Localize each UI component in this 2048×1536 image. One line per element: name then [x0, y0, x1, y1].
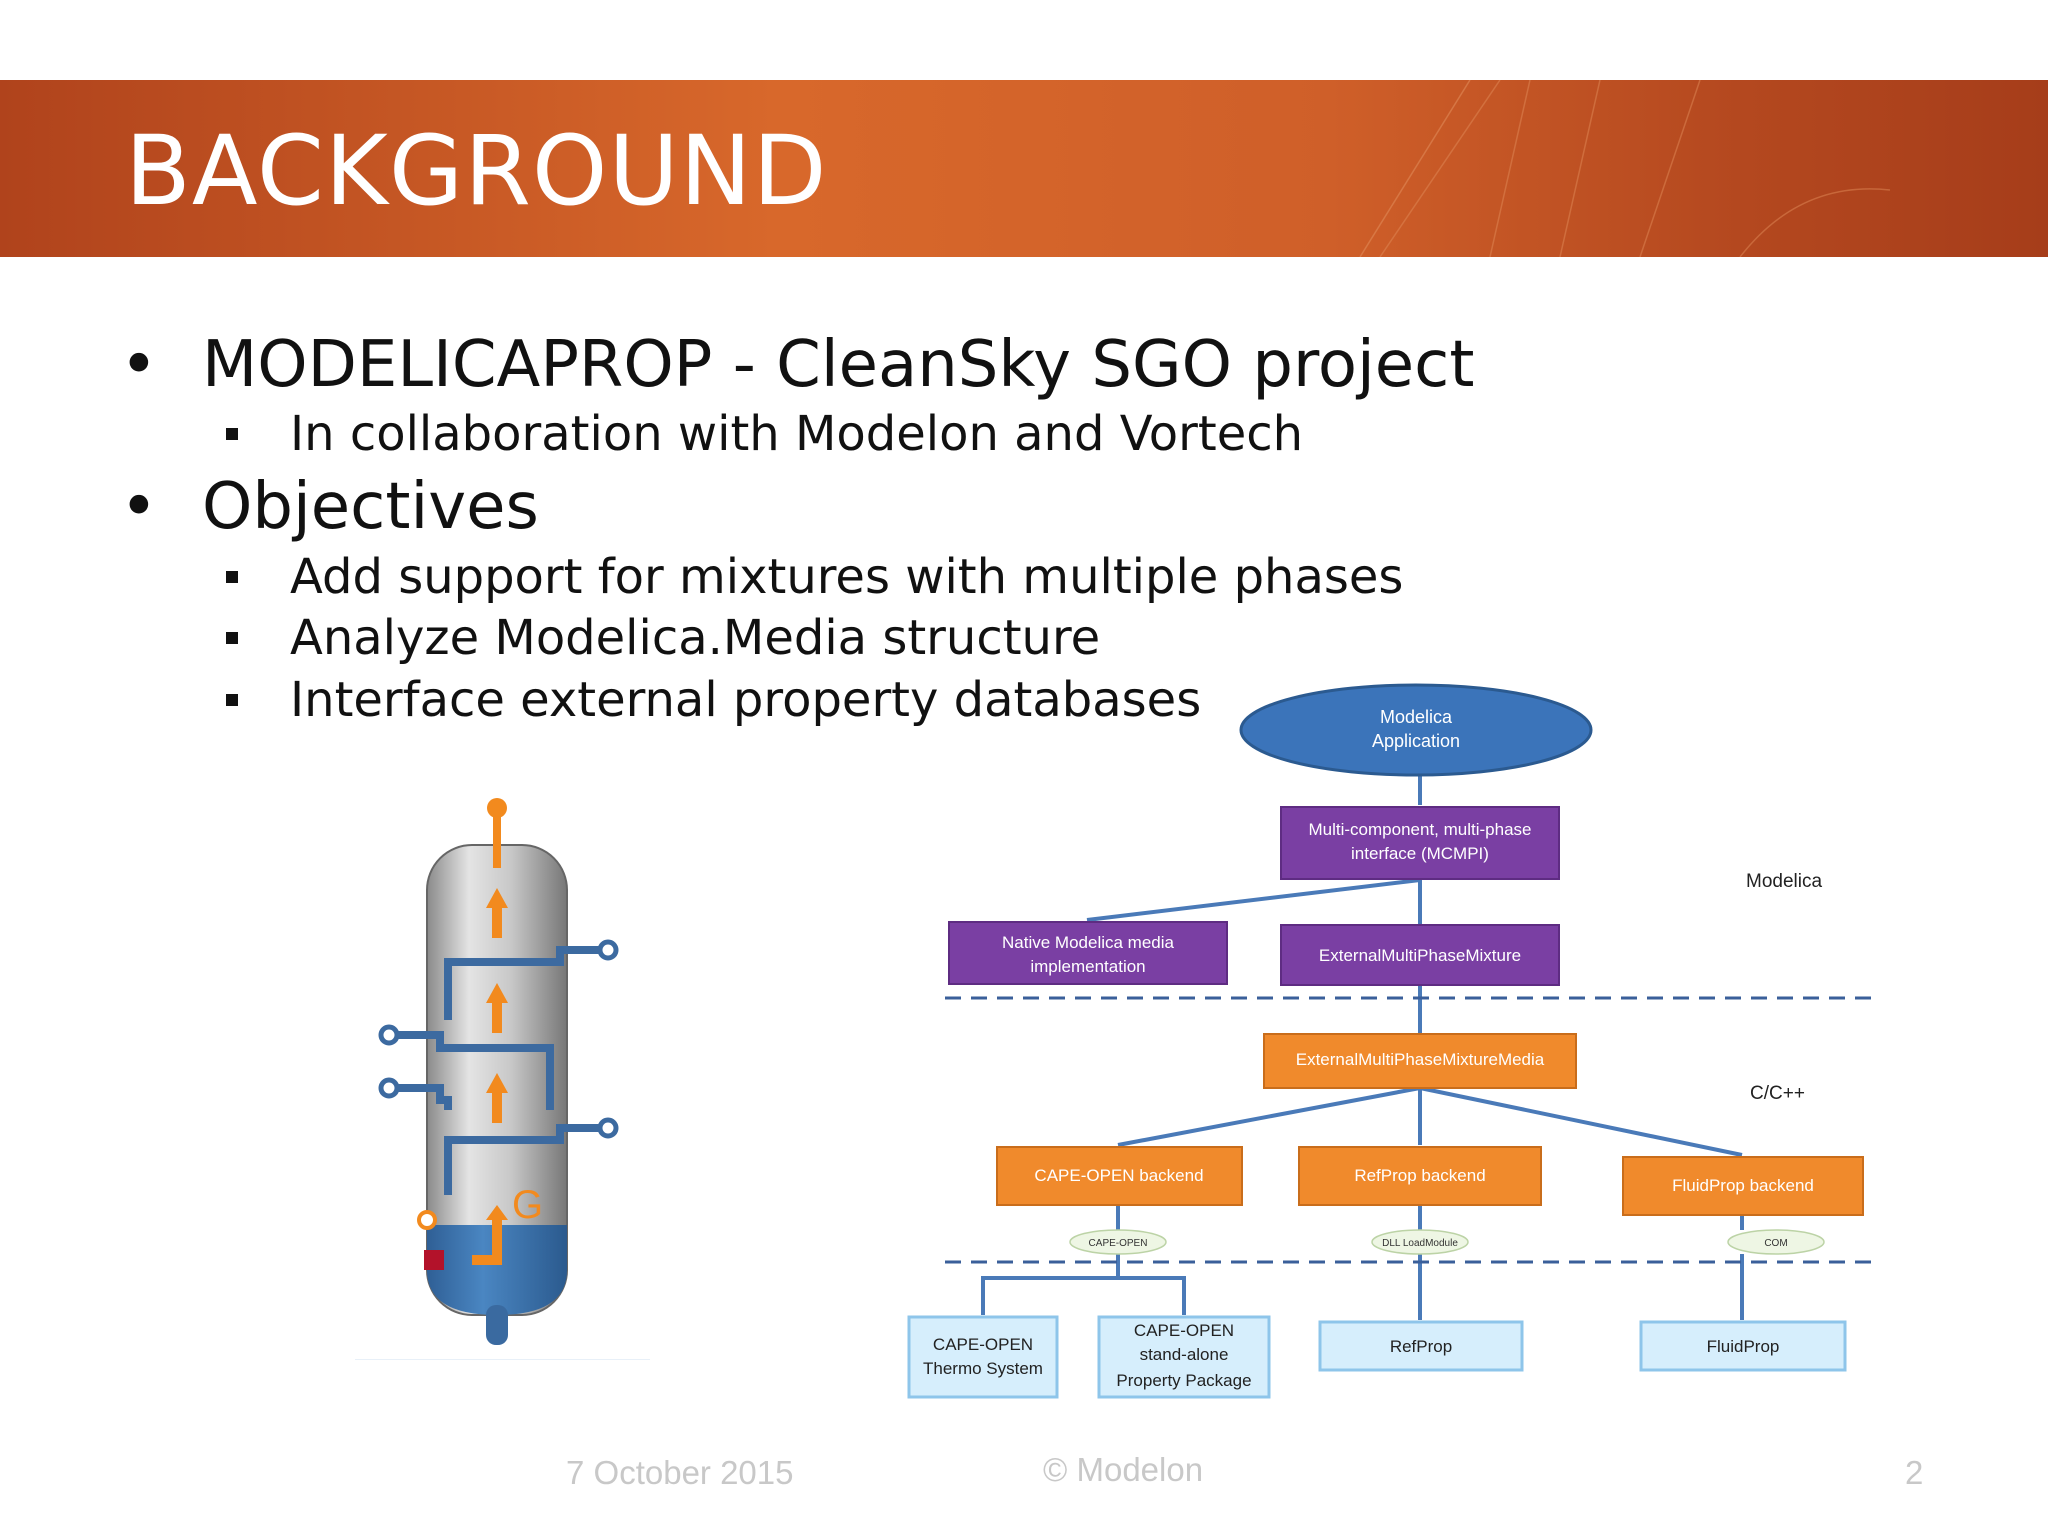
- node-label: Property Package: [1116, 1371, 1251, 1390]
- node-label: FluidProp: [1707, 1337, 1780, 1356]
- sub-bullet-square: [226, 428, 238, 440]
- node-label: RefProp: [1390, 1337, 1452, 1356]
- modelica-application-node: Modelica Application: [1239, 683, 1593, 777]
- refprop-backend-node: RefProp backend: [1298, 1146, 1542, 1206]
- node-label: CAPE-OPEN: [933, 1335, 1033, 1354]
- tag-capeopen: CAPE-OPEN: [1089, 1238, 1148, 1249]
- layer-label-modelica: Modelica: [1746, 871, 1822, 892]
- title-bar-decoration: [1359, 80, 1891, 257]
- interface-tags: CAPE-OPEN DLL LoadModule COM: [1069, 1229, 1825, 1255]
- node-label: Thermo System: [923, 1359, 1043, 1378]
- fluidprop-backend-node: FluidProp backend: [1622, 1156, 1864, 1216]
- sub-bullet-square: [226, 632, 238, 644]
- column-nozzles: [378, 939, 619, 1139]
- bullet-dot: •: [120, 328, 158, 402]
- sub-bullet-text: In collaboration with Modelon and Vortec…: [290, 406, 1304, 462]
- column-trays: [395, 946, 600, 1195]
- architecture-diagram: Modelica Application Multi-component, mu…: [907, 683, 1875, 1399]
- node-label: Modelica: [1380, 707, 1453, 727]
- external-media-node: ExternalMultiPhaseMixtureMedia: [1263, 1033, 1577, 1089]
- node-label: CAPE-OPEN: [1134, 1321, 1234, 1340]
- node-label: stand-alone: [1140, 1345, 1229, 1364]
- bullet-text: Objectives: [202, 470, 539, 544]
- vapor-arrows: [417, 798, 508, 1265]
- sub-bullet-text: Analyze Modelica.Media structure: [290, 610, 1101, 666]
- distillation-column-illustration: G: [355, 798, 650, 1360]
- cape-open-package-node: CAPE-OPEN stand-alone Property Package: [1097, 1315, 1271, 1399]
- node-label: ExternalMultiPhaseMixtureMedia: [1296, 1050, 1545, 1069]
- footer-date: 7 October 2015: [566, 1454, 794, 1491]
- node-label: Native Modelica media: [1002, 933, 1175, 952]
- tag-dll: DLL LoadModule: [1382, 1238, 1458, 1249]
- tag-com: COM: [1764, 1238, 1787, 1249]
- cape-open-thermo-node: CAPE-OPEN Thermo System: [907, 1315, 1059, 1399]
- connector-lines: [981, 775, 1744, 1320]
- slide-title: BACKGROUND: [125, 115, 828, 227]
- sub-bullet-text: Add support for mixtures with multiple p…: [290, 549, 1404, 605]
- cape-open-backend-node: CAPE-OPEN backend: [996, 1146, 1243, 1206]
- heater-square: [424, 1250, 444, 1270]
- mcmpi-node: Multi-component, multi-phase interface (…: [1280, 806, 1560, 880]
- refprop-node: RefProp: [1318, 1320, 1524, 1372]
- node-label: FluidProp backend: [1672, 1176, 1814, 1195]
- footer-copyright: © Modelon: [1043, 1451, 1204, 1488]
- bullet-text: MODELICAPROP - CleanSky SGO project: [202, 328, 1475, 402]
- title-bar: BACKGROUND: [0, 80, 2048, 257]
- layer-label-cpp: C/C++: [1750, 1083, 1805, 1104]
- external-mixture-node: ExternalMultiPhaseMixture: [1280, 924, 1560, 986]
- native-media-node: Native Modelica media implementation: [948, 921, 1228, 985]
- sub-bullet-text: Interface external property databases: [290, 672, 1202, 728]
- fluidprop-node: FluidProp: [1639, 1320, 1847, 1372]
- node-label: CAPE-OPEN backend: [1034, 1166, 1203, 1185]
- node-label: Multi-component, multi-phase: [1309, 820, 1532, 839]
- sub-bullet-square: [226, 571, 238, 583]
- column-label-g: G: [512, 1183, 543, 1227]
- node-label: interface (MCMPI): [1351, 844, 1489, 863]
- node-label: RefProp backend: [1354, 1166, 1485, 1185]
- footer-page-number: 2: [1905, 1454, 1924, 1491]
- node-label: implementation: [1030, 957, 1145, 976]
- node-label: Application: [1372, 731, 1460, 751]
- sub-bullet-square: [226, 694, 238, 706]
- node-label: ExternalMultiPhaseMixture: [1319, 946, 1521, 965]
- bullet-dot: •: [120, 470, 158, 544]
